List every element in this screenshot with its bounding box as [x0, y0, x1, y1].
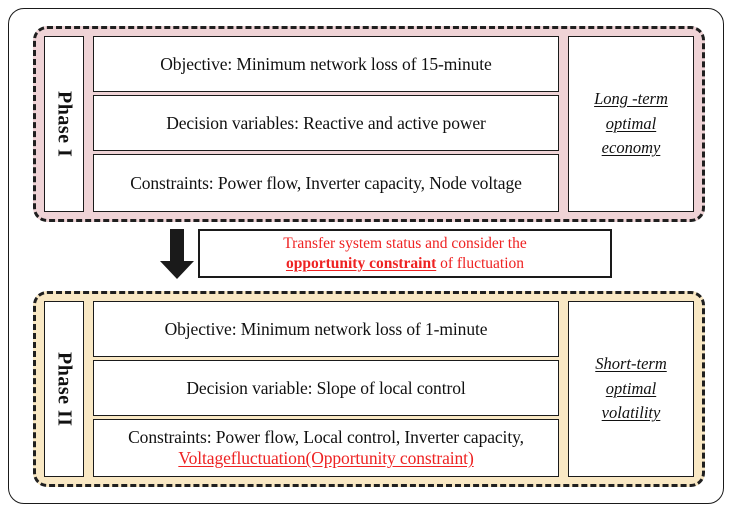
phase-1-objective-box: Objective: Minimum network loss of 15-mi… [93, 36, 559, 92]
transfer-note-line-2: opportunity constraint of fluctuation [286, 254, 524, 274]
phase-1-rows: Objective: Minimum network loss of 15-mi… [93, 36, 559, 212]
phase-2-summary-line-1: Short-term [595, 353, 667, 373]
phase-1-label: Phase I [53, 90, 76, 158]
phase-1-label-box: Phase I [44, 36, 84, 212]
opportunity-constraint-emphasis: opportunity constraint [285, 254, 437, 272]
phase-1-summary-line-1: Long -term [594, 88, 668, 108]
phase-1-summary-line-2: optimal [605, 113, 657, 133]
phase-2-label: Phase II [53, 351, 76, 427]
phase-1-constraints-text: Constraints: Power flow, Inverter capaci… [130, 172, 522, 193]
phase-2-constraints-line-2: Voltagefluctuation(Opportunity constrain… [178, 448, 474, 468]
phase-2-decision-box: Decision variable: Slope of local contro… [93, 360, 559, 416]
phase-2-decision-text: Decision variable: Slope of local contro… [186, 377, 466, 398]
transfer-note-line-2-rest: of fluctuation [436, 254, 525, 272]
phase-1-summary-line-3: economy [601, 138, 661, 158]
transfer-note-box: Transfer system status and consider the … [198, 229, 612, 278]
phase-2-summary-line-2: optimal [605, 378, 657, 398]
phase-2-summary-box: Short-term optimal volatility [568, 301, 694, 477]
phase-1-decision-box: Decision variables: Reactive and active … [93, 95, 559, 151]
phase-1-summary-text: Long -term optimal economy [594, 87, 668, 161]
phase-2-label-box: Phase II [44, 301, 84, 477]
phase-2-constraints-line-1: Constraints: Power flow, Local control, … [128, 426, 524, 447]
transfer-note-line-1: Transfer system status and consider the [283, 234, 527, 252]
phase-1-summary-box: Long -term optimal economy [568, 36, 694, 212]
phase-2-summary-line-3: volatility [601, 403, 661, 423]
phase-2-objective-box: Objective: Minimum network loss of 1-min… [93, 301, 559, 357]
down-arrow-icon [160, 229, 194, 279]
phase-1-objective-text: Objective: Minimum network loss of 15-mi… [160, 53, 492, 74]
phase-2-summary-text: Short-term optimal volatility [595, 352, 667, 426]
phase-1-panel: Phase I Objective: Minimum network loss … [33, 26, 705, 222]
phase-2-rows: Objective: Minimum network loss of 1-min… [93, 301, 559, 477]
phase-2-objective-text: Objective: Minimum network loss of 1-min… [164, 318, 488, 339]
phase-1-constraints-box: Constraints: Power flow, Inverter capaci… [93, 154, 559, 212]
phase-2-panel: Phase II Objective: Minimum network loss… [33, 291, 705, 487]
phase-2-constraints-box: Constraints: Power flow, Local control, … [93, 419, 559, 477]
phase-1-decision-text: Decision variables: Reactive and active … [166, 112, 486, 133]
